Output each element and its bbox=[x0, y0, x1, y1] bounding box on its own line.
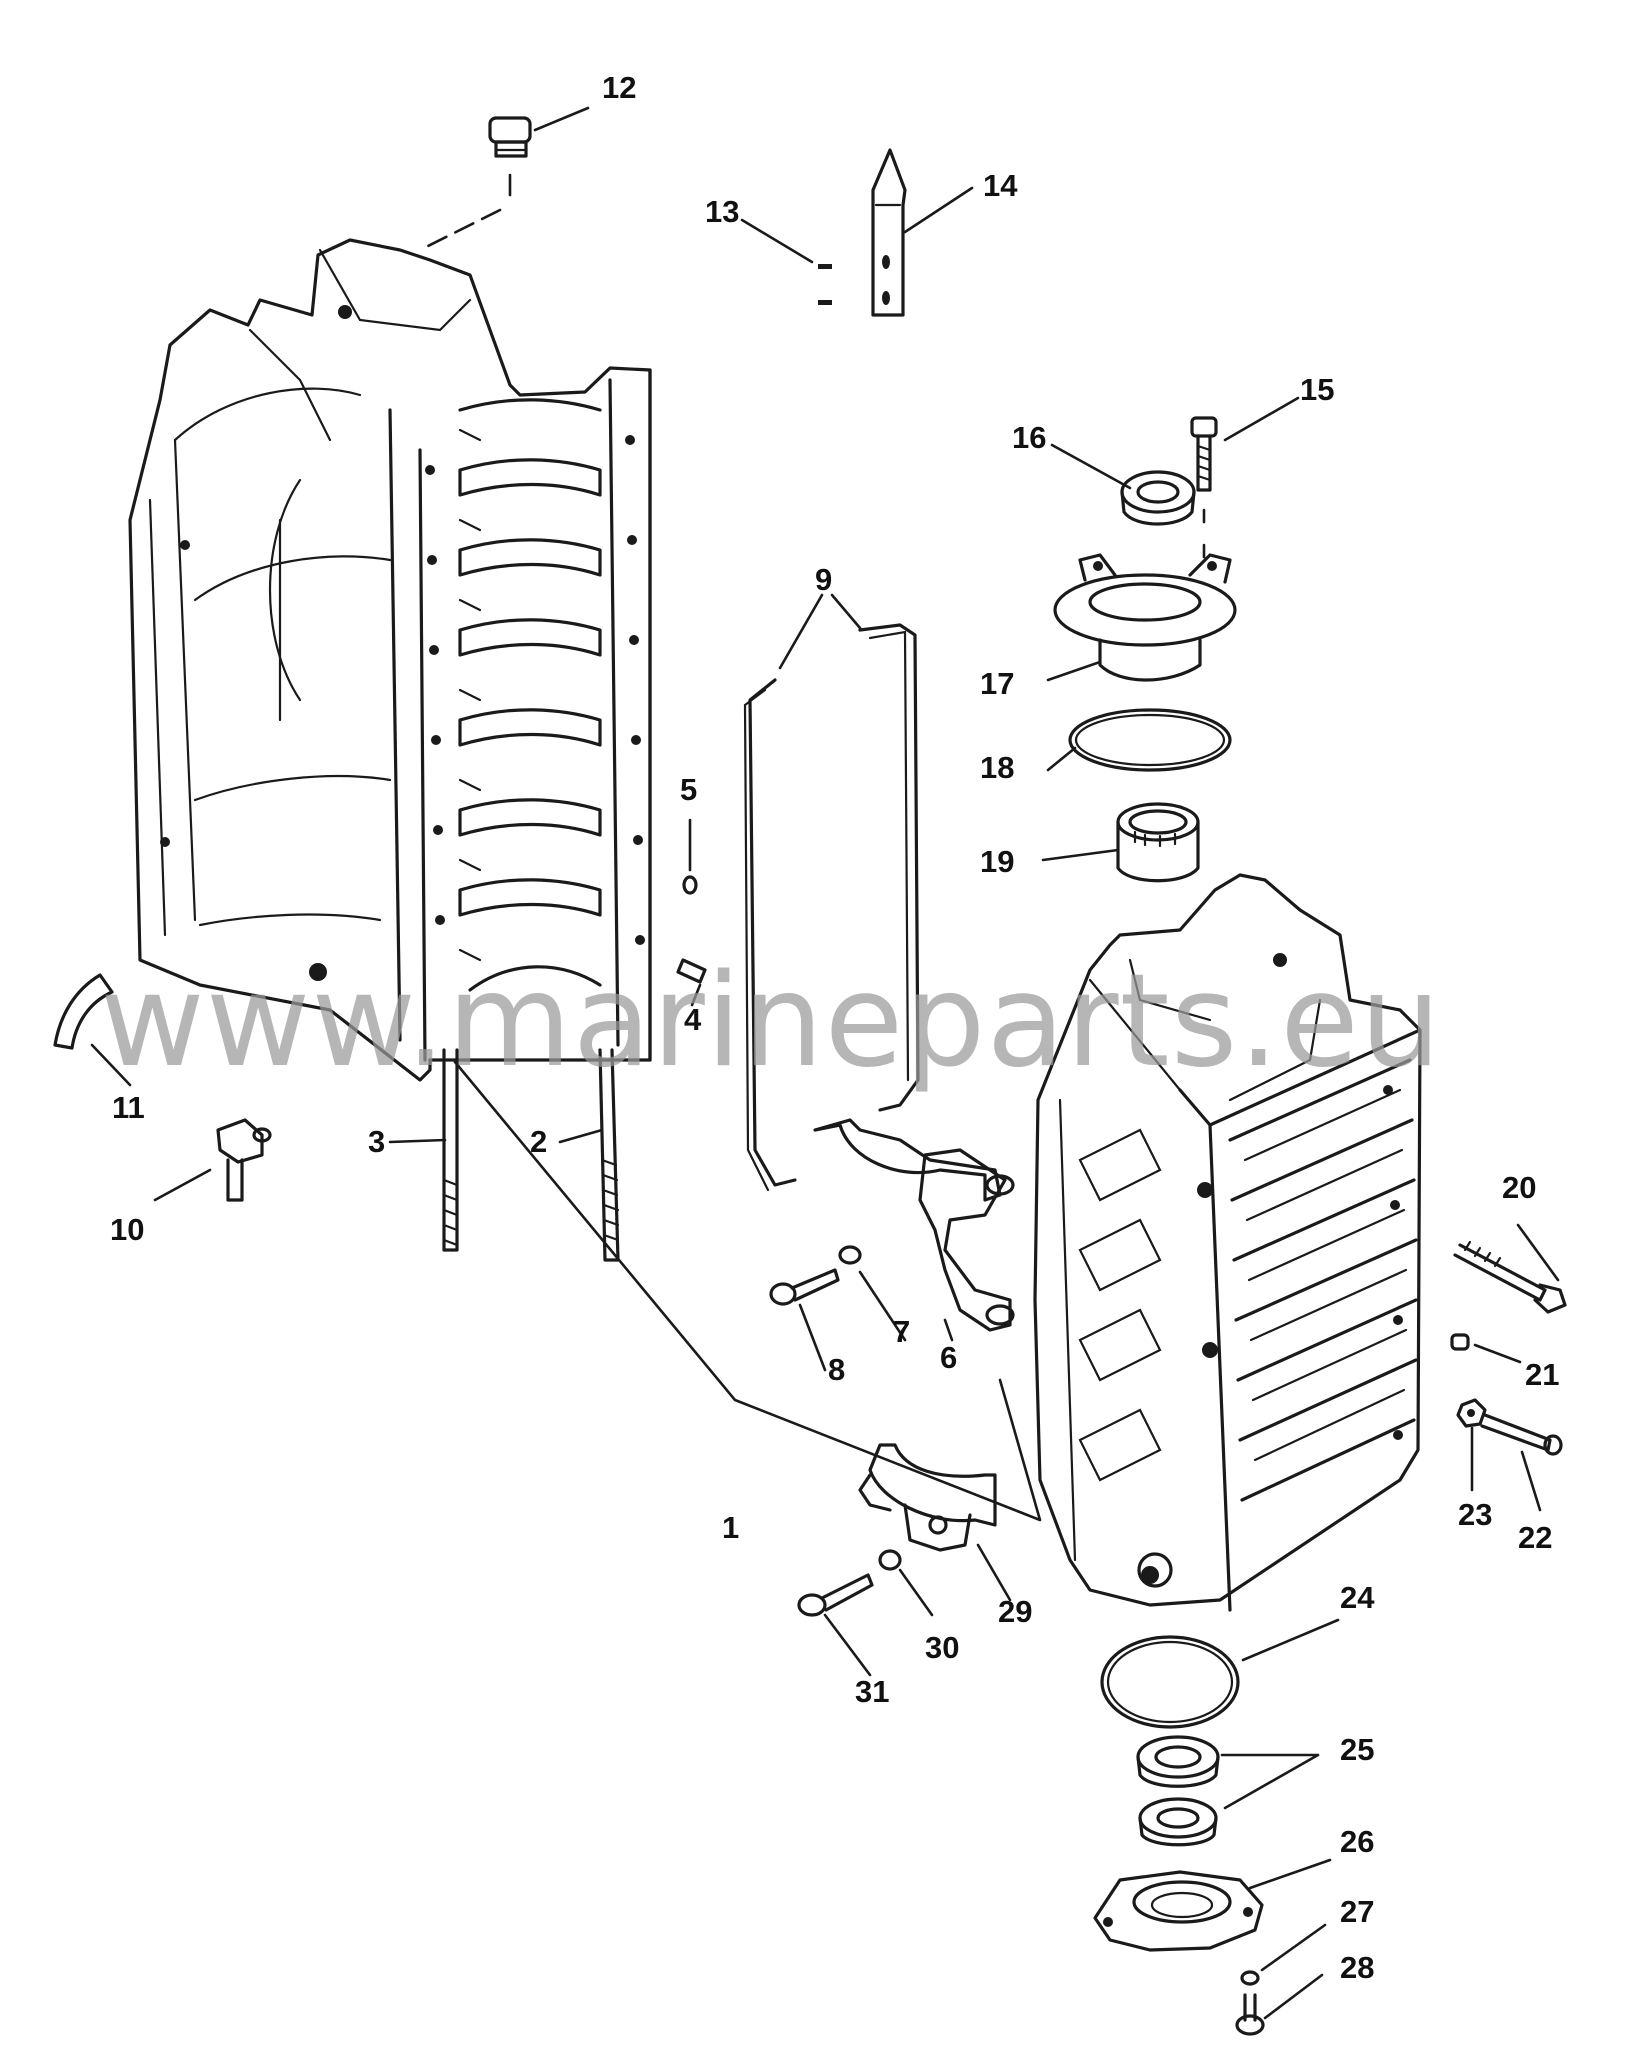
screw-28 bbox=[1235, 1993, 1265, 2036]
drain-plug-12 bbox=[488, 116, 532, 158]
bearing-housing-17 bbox=[1053, 553, 1237, 682]
pin-4 bbox=[676, 958, 707, 984]
callout-28: 28 bbox=[1340, 1950, 1374, 1985]
screw-8 bbox=[769, 1268, 840, 1306]
callout-24: 24 bbox=[1340, 1580, 1375, 1615]
callout-11: 11 bbox=[112, 1090, 145, 1125]
washer-27 bbox=[1240, 1970, 1260, 1986]
callout-3: 3 bbox=[368, 1124, 385, 1159]
roller-bearing-19 bbox=[1116, 802, 1200, 883]
callout-1: 1 bbox=[722, 1510, 739, 1545]
seal-16 bbox=[1120, 470, 1196, 526]
bearing-cover-26 bbox=[1093, 1870, 1264, 1952]
callout-10: 10 bbox=[110, 1212, 144, 1247]
callout-22: 22 bbox=[1518, 1520, 1552, 1555]
callout-16: 16 bbox=[1012, 420, 1046, 455]
hose-11 bbox=[53, 973, 114, 1050]
callout-26: 26 bbox=[1340, 1824, 1374, 1859]
callout-2: 2 bbox=[530, 1124, 547, 1159]
seals-25 bbox=[1136, 1735, 1220, 1847]
callout-4: 4 bbox=[684, 1002, 702, 1037]
bolt-20 bbox=[1453, 1240, 1567, 1314]
stud-22 bbox=[1480, 1413, 1563, 1456]
callout-8: 8 bbox=[828, 1352, 845, 1387]
callout-31: 31 bbox=[855, 1674, 889, 1709]
callout-21: 21 bbox=[1525, 1357, 1559, 1392]
fitting-10 bbox=[216, 1118, 272, 1202]
o-ring-18 bbox=[1068, 708, 1232, 772]
callout-6: 6 bbox=[940, 1340, 957, 1375]
callout-17: 17 bbox=[980, 666, 1014, 701]
callout-18: 18 bbox=[980, 750, 1014, 785]
callout-20: 20 bbox=[1502, 1170, 1536, 1205]
watermark: www.marineparts.eu bbox=[100, 947, 1442, 1096]
callout-9: 9 bbox=[815, 562, 832, 597]
callout-7: 7 bbox=[893, 1314, 910, 1349]
stud-3 bbox=[442, 1048, 459, 1252]
leader-lines bbox=[90, 106, 1560, 2020]
callout-19: 19 bbox=[980, 844, 1014, 879]
callout-14: 14 bbox=[983, 168, 1018, 203]
callout-25: 25 bbox=[1340, 1732, 1374, 1767]
callout-12: 12 bbox=[602, 70, 636, 105]
bearing-carrier-29 bbox=[858, 1443, 997, 1552]
washer-23 bbox=[1456, 1398, 1487, 1428]
callout-numbers: 1 2 3 4 5 6 7 8 9 10 11 12 13 14 15 16 1… bbox=[110, 70, 1559, 1985]
bracket-14 bbox=[871, 148, 907, 317]
cylinder-block-right bbox=[1033, 873, 1422, 1612]
callout-23: 23 bbox=[1458, 1497, 1492, 1532]
callout-30: 30 bbox=[925, 1630, 959, 1665]
screw-31 bbox=[797, 1573, 874, 1617]
callout-15: 15 bbox=[1300, 372, 1334, 407]
stud-2 bbox=[598, 1048, 620, 1262]
pin-5 bbox=[682, 875, 698, 895]
washer-30 bbox=[878, 1549, 902, 1571]
callout-27: 27 bbox=[1340, 1894, 1374, 1929]
dowel-pin-21 bbox=[1450, 1333, 1470, 1351]
o-ring-24 bbox=[1100, 1635, 1240, 1729]
pins-13 bbox=[818, 264, 832, 305]
water-tubes-9 bbox=[743, 623, 920, 1192]
main-bearing-carrier-6 bbox=[813, 1118, 1015, 1332]
callout-29: 29 bbox=[998, 1594, 1032, 1629]
screw-15 bbox=[1190, 416, 1218, 492]
callout-13: 13 bbox=[705, 194, 739, 229]
washer-7 bbox=[838, 1245, 862, 1265]
callout-5: 5 bbox=[680, 772, 697, 807]
crankcase-cover-left bbox=[128, 238, 652, 1082]
